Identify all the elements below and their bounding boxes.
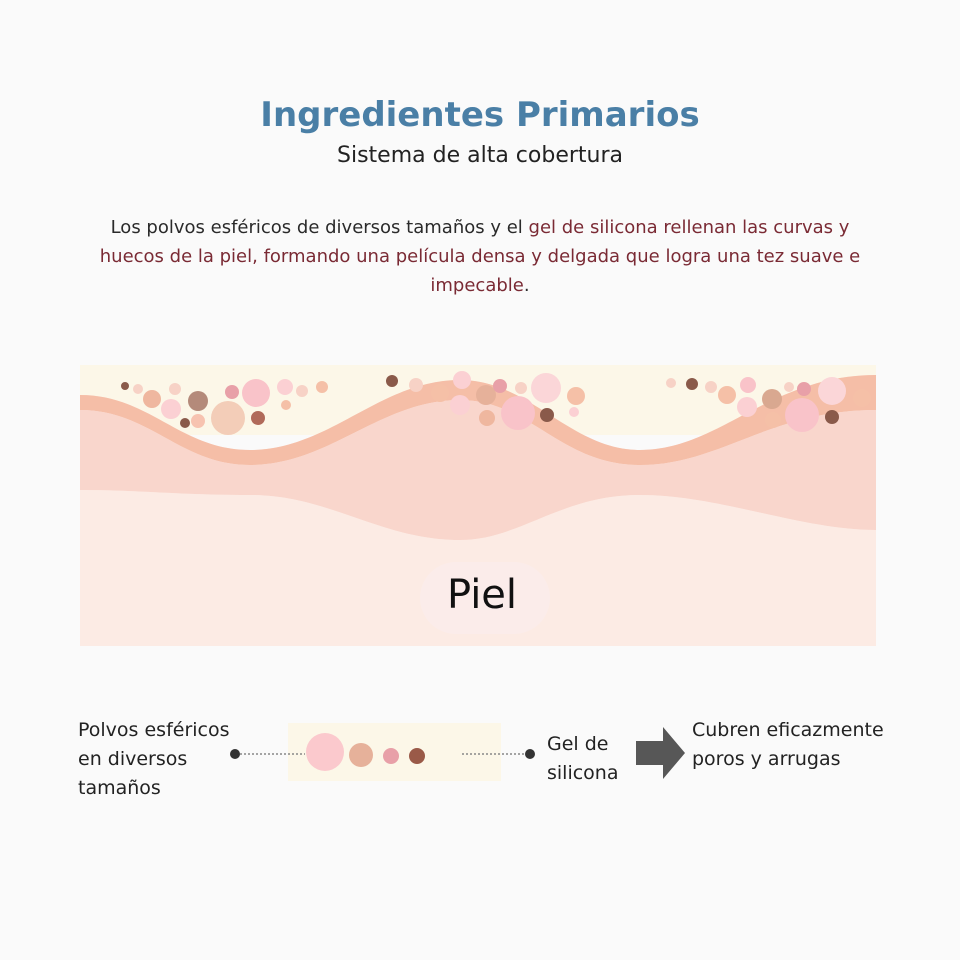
description: Los polvos esféricos de diversos tamaños… bbox=[95, 213, 865, 300]
powder-sphere bbox=[188, 391, 208, 411]
powder-sphere bbox=[818, 377, 846, 405]
description-text: Los polvos esféricos de diversos tamaños… bbox=[110, 217, 529, 238]
powder-sphere bbox=[567, 387, 585, 405]
powder-sphere bbox=[180, 418, 190, 428]
powder-sphere bbox=[569, 407, 579, 417]
page-title: Ingredientes Primarios bbox=[260, 95, 700, 135]
powder-sphere bbox=[765, 412, 781, 428]
powder-sphere bbox=[784, 382, 794, 392]
gel-legend-label: Gel de silicona bbox=[547, 733, 619, 784]
powder-sphere bbox=[296, 385, 308, 397]
powder-sphere bbox=[277, 379, 293, 395]
skin-label: Piel bbox=[446, 572, 518, 618]
powder-sphere bbox=[740, 377, 756, 393]
powder-sphere bbox=[242, 379, 270, 407]
powder-sphere bbox=[737, 397, 757, 417]
powder-sphere bbox=[825, 410, 839, 424]
powder-sphere bbox=[540, 408, 554, 422]
powder-cluster-1 bbox=[121, 379, 328, 435]
right-pointer-dot bbox=[525, 749, 535, 759]
powder-sphere bbox=[785, 398, 819, 432]
powder-sphere bbox=[453, 371, 471, 389]
description-highlight: gel de silicona rellenan las curvas y hu… bbox=[99, 217, 861, 296]
description-end: . bbox=[523, 275, 530, 296]
powder-sphere bbox=[531, 373, 561, 403]
powder-sphere bbox=[409, 378, 423, 392]
powder-cluster-3 bbox=[666, 377, 871, 432]
sample-sphere-small bbox=[383, 748, 399, 764]
powder-sphere bbox=[281, 400, 291, 410]
powder-sphere bbox=[133, 384, 143, 394]
powder-sphere bbox=[161, 399, 181, 419]
powder-sphere bbox=[225, 385, 239, 399]
powder-sphere bbox=[853, 389, 871, 407]
powder-sphere bbox=[251, 411, 265, 425]
powder-sphere bbox=[501, 396, 535, 430]
legend-graphics bbox=[230, 727, 685, 779]
skin-label-bubble bbox=[420, 562, 550, 634]
powders-legend-label: Polvos esféricos en diversos tamaños bbox=[78, 719, 230, 799]
sample-sphere-large bbox=[306, 733, 344, 771]
powder-sphere bbox=[121, 382, 129, 390]
powder-cluster-2 bbox=[386, 371, 585, 430]
powder-sphere bbox=[479, 410, 495, 426]
sample-sphere-medium bbox=[349, 743, 373, 767]
powder-sphere bbox=[191, 414, 205, 428]
page-subtitle: Sistema de alta cobertura bbox=[337, 143, 623, 168]
powder-sphere bbox=[450, 395, 470, 415]
powder-sphere bbox=[515, 382, 527, 394]
powder-sphere bbox=[493, 379, 507, 393]
powder-sphere bbox=[386, 375, 398, 387]
left-pointer-dot bbox=[230, 749, 240, 759]
arrow-right-icon bbox=[636, 727, 685, 779]
powder-sphere bbox=[476, 385, 496, 405]
powder-sphere bbox=[143, 390, 161, 408]
powder-sphere bbox=[797, 382, 811, 396]
powder-sphere bbox=[705, 381, 717, 393]
powder-sphere bbox=[211, 401, 245, 435]
skin-band-mid bbox=[80, 400, 876, 540]
sample-sphere-dark bbox=[409, 748, 425, 764]
powder-sphere bbox=[431, 384, 449, 402]
powder-sphere bbox=[686, 378, 698, 390]
powder-sphere bbox=[718, 386, 736, 404]
powder-sphere bbox=[316, 381, 328, 393]
result-legend-label: Cubren eficazmente poros y arrugas bbox=[692, 719, 884, 770]
powder-sphere bbox=[666, 378, 676, 388]
powder-sphere bbox=[169, 383, 181, 395]
powder-sphere bbox=[762, 389, 782, 409]
